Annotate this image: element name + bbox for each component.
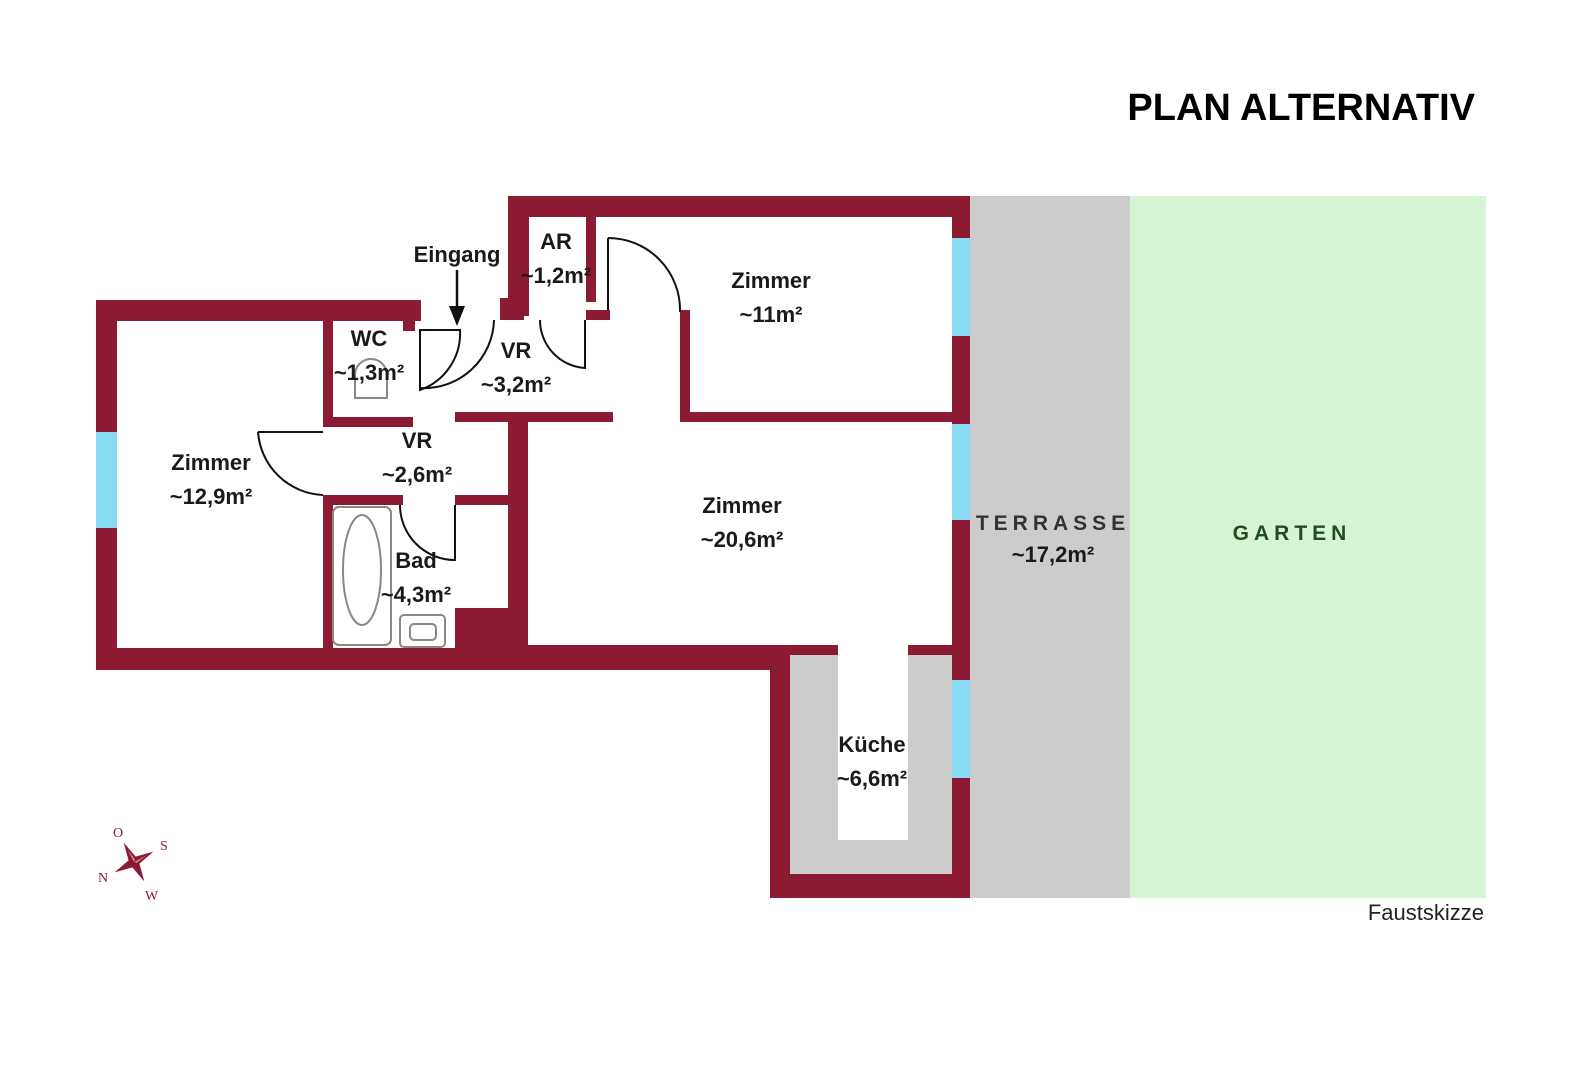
room-area-ar: ~1,2m²	[521, 263, 591, 288]
room-label-vr-upper: VR	[501, 338, 532, 363]
terrace-label: TERRASSE	[976, 512, 1130, 535]
room-area-vr-upper: ~3,2m²	[481, 372, 551, 397]
kitchen-counter	[790, 654, 952, 874]
room-label-bad: Bad	[395, 548, 437, 573]
compass-s: S	[160, 839, 168, 854]
garden-label: GARTEN	[1233, 522, 1352, 545]
room-label-zimmer-main: Zimmer	[702, 493, 782, 518]
sketch-note: Faustskizze	[1368, 900, 1484, 925]
toilet-icon	[354, 358, 388, 399]
arrow-down-icon	[449, 270, 465, 326]
garden-area	[1130, 196, 1486, 898]
compass-w: W	[145, 889, 159, 904]
room-area-kueche: ~6,6m²	[837, 766, 907, 791]
room-area-zimmer-main: ~20,6m²	[701, 527, 784, 552]
room-label-vr-lower: VR	[402, 428, 433, 453]
walls	[96, 196, 970, 898]
entrance-label: Eingang	[414, 242, 501, 267]
room-label-ar: AR	[540, 229, 572, 254]
compass-n: N	[98, 871, 108, 886]
doors	[257, 237, 682, 562]
room-label-zimmer-top: Zimmer	[731, 268, 811, 293]
room-label-zimmer-left: Zimmer	[171, 450, 251, 475]
plan-title: PLAN ALTERNATIV	[1127, 87, 1475, 129]
room-area-wc: ~1,3m²	[334, 360, 404, 385]
terrace-area	[970, 196, 1130, 898]
compass-o: O	[113, 826, 123, 841]
room-area-vr-lower: ~2,6m²	[382, 462, 452, 487]
room-area-zimmer-left: ~12,9m²	[170, 484, 253, 509]
terrace-area-value: ~17,2m²	[1012, 542, 1095, 567]
windows	[96, 238, 970, 778]
fixtures	[332, 358, 446, 648]
room-label-kueche: Küche	[838, 732, 905, 757]
room-area-bad: ~4,3m²	[381, 582, 451, 607]
compass-rose-icon	[114, 842, 154, 882]
room-area-zimmer-top: ~11m²	[740, 302, 803, 327]
room-label-wc: WC	[351, 326, 388, 351]
